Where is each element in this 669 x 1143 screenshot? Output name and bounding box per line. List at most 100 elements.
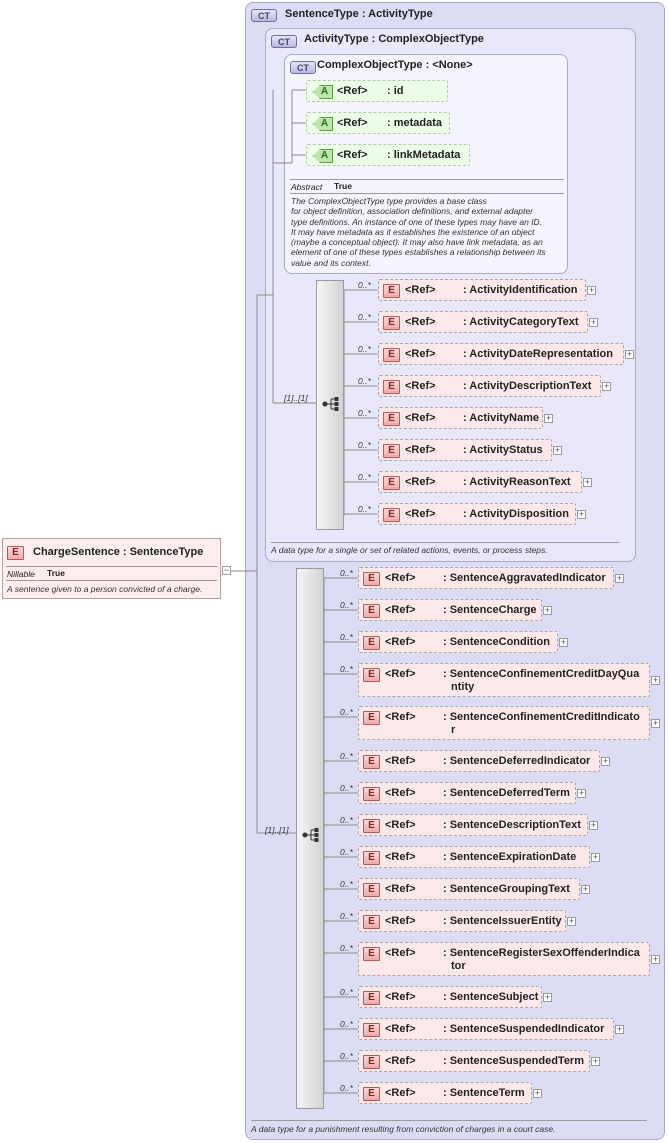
element-row[interactable]: E<Ref>: SentenceGroupingText (358, 878, 580, 900)
activity-sequence-bar (316, 280, 344, 530)
element-occurrence: 0..* (340, 751, 353, 761)
element-ref: <Ref> (385, 991, 416, 1003)
expand-icon[interactable]: + (601, 756, 610, 766)
expand-icon[interactable]: + (559, 637, 568, 647)
element-icon: E (383, 444, 400, 458)
element-row[interactable]: E<Ref>: SentenceDeferredTerm (358, 782, 576, 804)
attribute-icon: A (313, 85, 333, 99)
expand-icon[interactable]: + (543, 992, 552, 1002)
attribute-link-metadata[interactable]: A <Ref> : linkMetadata (306, 144, 470, 166)
sentence-sequence-bar (296, 568, 324, 1109)
expand-icon[interactable]: + (651, 954, 660, 964)
element-row[interactable]: E<Ref>: SentenceSubject (358, 986, 542, 1008)
element-row[interactable]: E<Ref>: SentenceSuspendedTerm (358, 1050, 590, 1072)
element-icon: E (363, 915, 380, 929)
expand-icon[interactable]: + (602, 381, 611, 391)
element-row[interactable]: E<Ref>: ActivityDisposition (378, 503, 576, 525)
element-name: : SentenceCondition (443, 636, 550, 648)
element-row[interactable]: E<Ref>: SentenceDescriptionText (358, 814, 588, 836)
element-name: : ActivityDisposition (463, 508, 569, 520)
element-name: : SentenceSuspendedTerm (443, 1055, 584, 1067)
element-occurrence: 0..* (358, 472, 371, 482)
element-row[interactable]: E<Ref>: SentenceCharge (358, 599, 542, 621)
divider (290, 193, 564, 194)
element-icon: E (383, 412, 400, 426)
divider (6, 580, 217, 581)
attribute-ref: <Ref> (337, 149, 368, 161)
expand-icon[interactable]: + (625, 349, 634, 359)
charge-sentence-element[interactable]: E ChargeSentence : SentenceType Nillable… (2, 538, 221, 599)
element-occurrence: 0..* (358, 504, 371, 514)
element-name: : ActivityReasonText (463, 476, 571, 488)
element-row[interactable]: E<Ref>: SentenceCondition (358, 631, 558, 653)
expand-icon[interactable]: + (615, 573, 624, 583)
element-row[interactable]: E<Ref>: SentenceConfinementCreditIndicat… (358, 706, 650, 740)
element-occurrence: 0..* (358, 344, 371, 354)
element-ref: <Ref> (385, 668, 416, 680)
expand-icon[interactable]: + (587, 285, 596, 295)
expand-icon[interactable]: + (581, 884, 590, 894)
element-icon: E (7, 546, 24, 560)
element-occurrence: 0..* (340, 1051, 353, 1061)
expand-icon[interactable]: + (589, 820, 598, 830)
divider (6, 566, 217, 567)
expand-icon[interactable]: + (544, 413, 553, 423)
element-ref: <Ref> (385, 1023, 416, 1035)
element-row[interactable]: E<Ref>: ActivityReasonText (378, 471, 582, 493)
element-ref: <Ref> (385, 883, 416, 895)
element-ref: <Ref> (385, 711, 416, 723)
expand-icon[interactable]: + (651, 675, 660, 685)
expand-icon[interactable]: + (553, 445, 562, 455)
element-occurrence: 0..* (340, 568, 353, 578)
element-row[interactable]: E<Ref>: ActivityDescriptionText (378, 375, 601, 397)
element-row[interactable]: E<Ref>: SentenceDeferredIndicator (358, 750, 600, 772)
expand-icon[interactable]: + (583, 477, 592, 487)
attribute-icon: A (313, 117, 333, 131)
expand-icon[interactable]: + (543, 605, 552, 615)
element-row[interactable]: E<Ref>: SentenceExpirationDate (358, 846, 590, 868)
charge-sentence-title: ChargeSentence : SentenceType (33, 546, 204, 558)
element-row[interactable]: E<Ref>: SentenceSuspendedIndicator (358, 1018, 614, 1040)
element-row[interactable]: E<Ref>: ActivityName (378, 407, 543, 429)
element-row[interactable]: E<Ref>: ActivityIdentification (378, 279, 586, 301)
element-row[interactable]: E<Ref>: ActivityCategoryText (378, 311, 588, 333)
element-name: : SentenceCharge (443, 604, 537, 616)
sentence-type-title: SentenceType : ActivityType (285, 8, 433, 20)
element-row[interactable]: E<Ref>: SentenceIssuerEntity (358, 910, 566, 932)
attribute-id[interactable]: A <Ref> : id (306, 80, 448, 102)
expand-icon[interactable]: + (591, 1056, 600, 1066)
element-icon: E (383, 348, 400, 362)
element-row[interactable]: E<Ref>: ActivityStatus (378, 439, 552, 461)
sentence-type-description: A data type for a punishment resulting f… (251, 1124, 556, 1134)
complex-type-icon: CT (251, 9, 277, 22)
element-occurrence: 0..* (358, 408, 371, 418)
element-occurrence: 0..* (340, 600, 353, 610)
element-ref: <Ref> (385, 604, 416, 616)
element-occurrence: 0..* (340, 879, 353, 889)
expand-icon[interactable]: + (589, 317, 598, 327)
element-icon: E (363, 572, 380, 586)
attribute-metadata[interactable]: A <Ref> : metadata (306, 112, 450, 134)
element-ref: <Ref> (385, 636, 416, 648)
element-icon: E (383, 380, 400, 394)
expand-icon[interactable]: + (577, 788, 586, 798)
element-row[interactable]: E<Ref>: ActivityDateRepresentation (378, 343, 624, 365)
activity-sequence-occurrence: [1]..[1] (284, 393, 308, 403)
expand-icon[interactable]: + (651, 718, 660, 728)
element-occurrence: 0..* (340, 783, 353, 793)
expand-icon[interactable]: + (591, 852, 600, 862)
expand-icon[interactable]: + (567, 916, 576, 926)
collapse-icon[interactable]: − (222, 565, 231, 575)
expand-icon[interactable]: + (577, 509, 586, 519)
element-row[interactable]: E<Ref>: SentenceRegisterSexOffenderIndic… (358, 942, 650, 976)
attribute-name: : linkMetadata (387, 149, 461, 161)
element-row[interactable]: E<Ref>: SentenceTerm (358, 1082, 532, 1104)
expand-icon[interactable]: + (533, 1088, 542, 1098)
sequence-icon (302, 828, 319, 842)
element-ref: <Ref> (385, 787, 416, 799)
complex-object-type-title: ComplexObjectType : <None> (317, 59, 473, 71)
element-row[interactable]: E<Ref>: SentenceAggravatedIndicator (358, 567, 614, 589)
expand-icon[interactable]: + (615, 1024, 624, 1034)
